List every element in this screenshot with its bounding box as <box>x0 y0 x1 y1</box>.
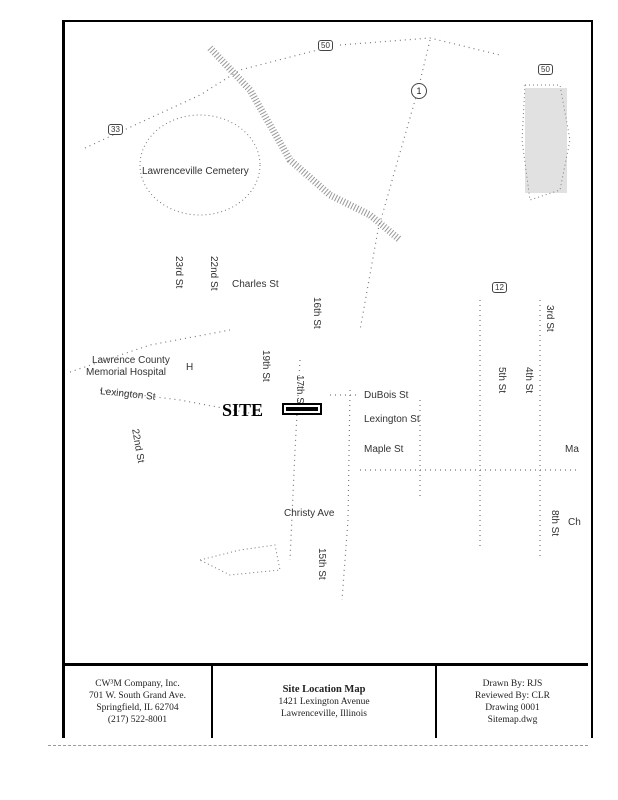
ch-label: Ch <box>568 517 581 528</box>
woods-south <box>198 544 281 576</box>
route-1-shield: 1 <box>411 83 427 99</box>
road-east-grid <box>360 300 580 560</box>
hospital-label-line2: Memorial Hospital <box>86 367 167 378</box>
hospital-label-line1: Lawrence County <box>92 355 170 366</box>
17th-st-label: 17th St <box>294 375 305 407</box>
company-info: CW³M Company, Inc. 701 W. South Grand Av… <box>64 666 213 738</box>
site-arrow-icon <box>282 403 322 415</box>
drawing-info: Drawn By: RJS Reviewed By: CLR Drawing 0… <box>437 666 588 738</box>
road-route-1 <box>359 39 431 331</box>
route-50-shield: 50 <box>318 40 333 51</box>
cemetery-label: Lawrenceville Cemetery <box>142 166 249 177</box>
road-route-33 <box>84 47 326 149</box>
woods-east-fill <box>525 88 567 193</box>
scan-artifact-line <box>48 745 588 746</box>
christy-ave-label: Christy Ave <box>284 508 335 519</box>
5th-st-label: 5th St <box>496 367 507 394</box>
company-phone: (217) 522-8001 <box>107 715 168 725</box>
road-lexington-w <box>99 389 261 416</box>
16th-st-label: 16th St <box>311 297 322 329</box>
route-33-shield: 33 <box>108 124 123 135</box>
charles-st-label: Charles St <box>232 279 279 290</box>
hospital-symbol: H <box>186 362 194 373</box>
road-17th <box>289 359 301 561</box>
title-block: CW³M Company, Inc. 701 W. South Grand Av… <box>64 663 588 738</box>
ma-label: Ma <box>565 444 579 455</box>
site-label: SITE <box>222 400 264 420</box>
23rd-st-label: 23rd St <box>173 256 184 289</box>
22nd-st-label: 22nd St <box>208 256 219 291</box>
drawn-by: Drawn By: RJS <box>482 679 543 689</box>
map-box-12: 12 <box>492 282 507 293</box>
road-north <box>339 37 501 56</box>
drawing-number: Drawing 0001 <box>485 703 540 713</box>
road-15th <box>341 389 351 601</box>
19th-st-label: 19th St <box>260 350 271 382</box>
maple-st-label: Maple St <box>364 444 404 455</box>
map-title: Site Location Map <box>282 684 366 695</box>
reviewed-by: Reviewed By: CLR <box>475 691 550 701</box>
map-title-info: Site Location Map 1421 Lexington Avenue … <box>213 666 437 738</box>
cemetery-area <box>139 114 261 216</box>
site-address: 1421 Lexington Avenue <box>278 697 370 707</box>
company-name: CW³M Company, Inc. <box>95 679 180 689</box>
map-roads <box>69 37 580 601</box>
page-frame <box>62 20 593 738</box>
dubois-st-label: DuBois St <box>364 390 409 401</box>
3rd-st-label: 3rd St <box>544 305 555 332</box>
river-band <box>207 45 403 243</box>
company-street: 701 W. South Grand Ave. <box>89 691 186 701</box>
company-city: Springfield, IL 62704 <box>96 703 179 713</box>
site-city: Lawrenceville, Illinois <box>281 709 367 719</box>
15th-st-label: 15th St <box>316 548 327 580</box>
lexington-st-east-label: Lexington St <box>364 414 420 425</box>
file-name: Sitemap.dwg <box>487 715 538 725</box>
route-50-shield-east: 50 <box>538 64 553 75</box>
8th-st-label: 8th St <box>549 510 560 537</box>
4th-st-label: 4th St <box>523 367 534 394</box>
